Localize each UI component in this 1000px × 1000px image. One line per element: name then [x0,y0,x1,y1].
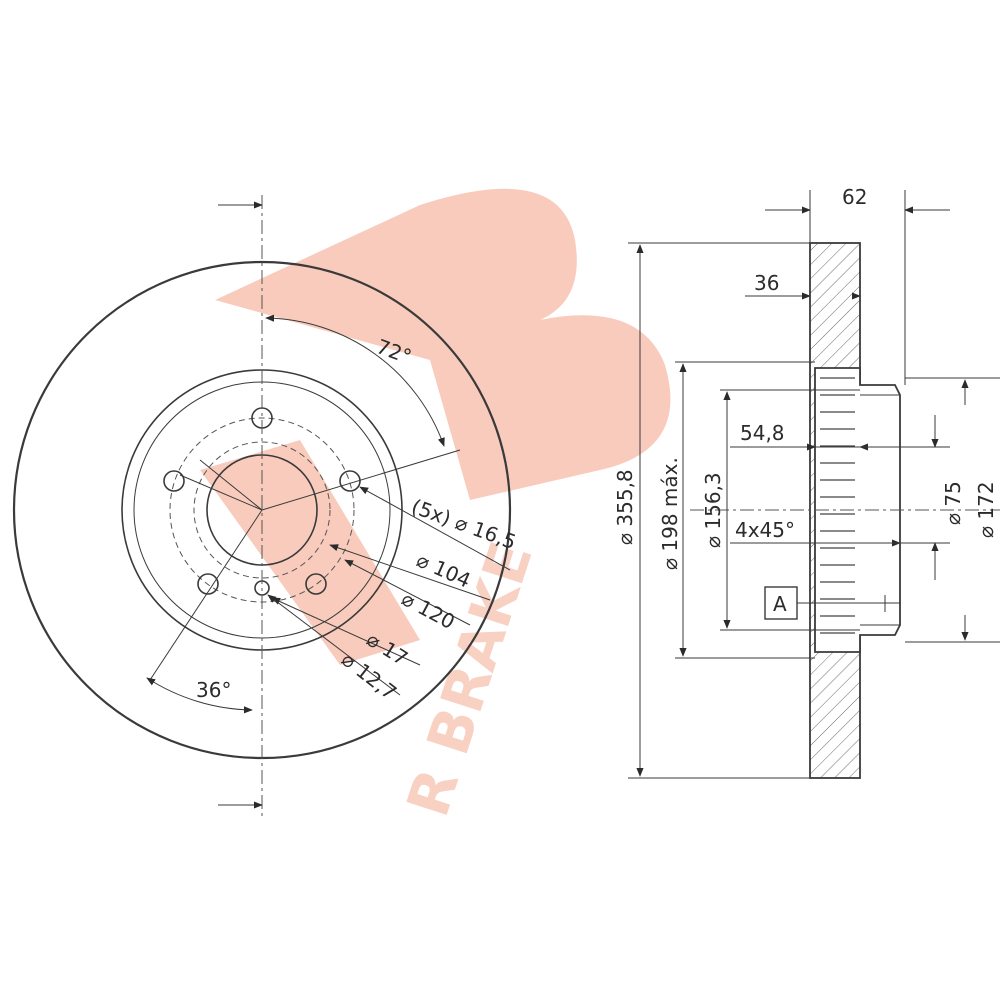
max-inner-label: ⌀ 198 máx. [658,457,682,570]
bolt-hole [163,470,185,492]
offset-label: 54,8 [740,421,785,445]
bolt-hole [197,573,219,595]
bolt-holes-label: (5x) ⌀ 16,5 [408,494,519,554]
bore-label: ⌀ 75 [941,481,965,525]
bolt-hole [305,573,327,595]
hat-cooling-vanes [820,377,855,634]
watermark-r-leg [200,440,420,665]
centering-ring-inner [193,441,331,579]
angle-arc-72 [265,314,445,447]
leader-120 [344,559,471,626]
leader-hub-2 [199,459,263,511]
leader-104 [329,544,491,601]
chamfer-label: 4x45° [735,518,795,542]
leader-17 [271,597,421,666]
bolt-circle-label: ⌀ 104 [413,548,474,593]
hub-diameter-label: ⌀ 172 [974,481,998,538]
side-view: 62 36 54,8 4x45° A ⌀ 355,8 ⌀ 198 máx. ⌀ [613,185,1000,779]
datum-box [764,586,798,620]
datum-label: A [773,592,787,616]
angle-36-label: 36° [196,678,231,702]
leader-bolt-holes [359,486,511,571]
angle-ray-72 [261,449,461,511]
hat-diameter-label: ⌀ 156,3 [701,472,725,548]
outer-diameter-label: ⌀ 355,8 [613,469,637,545]
bolt-hole [339,470,361,492]
disc-thickness-label: 36 [754,271,779,295]
angle-ray-36 [149,509,263,681]
total-height-label: 62 [842,185,867,209]
angle-arc-36 [146,677,253,714]
leader-12-7 [267,594,401,696]
leader-hub [179,474,263,511]
